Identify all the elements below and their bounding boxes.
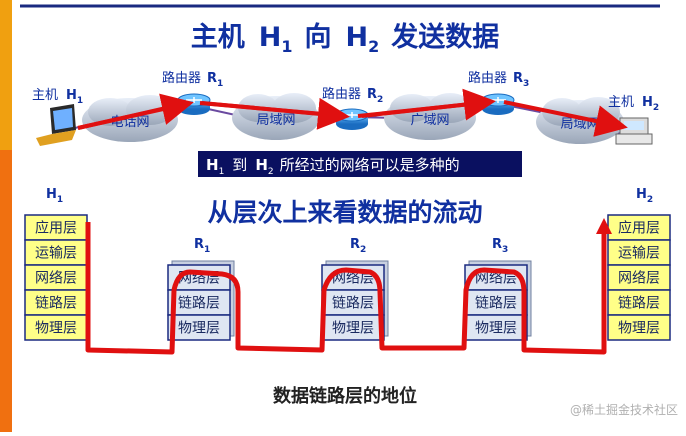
host-h2-stack-layer-label: 应用层 [618, 220, 660, 237]
router-r2-stack-layer-label: 链路层 [332, 296, 374, 312]
left-accent-bar-top [0, 0, 12, 150]
router-r2-stack-layer-box [321, 289, 385, 316]
networks-banner [198, 151, 522, 177]
router-r2 [335, 108, 369, 130]
router-r2-stack-layer-label: 物理层 [332, 321, 374, 337]
svg-text:广域网: 广域网 [410, 113, 449, 128]
router-r1-stack-layer-box [167, 314, 231, 341]
host-h1-stack-layer-label: 网络层 [35, 271, 77, 287]
host-h1-stack-layer-label: 物理层 [35, 321, 77, 337]
stack-label-h1: H1 [46, 187, 63, 205]
host-h2-stack-layer-label: 物理层 [618, 321, 660, 337]
router-r3-stack-layer-label: 链路层 [475, 296, 517, 312]
host-h2-stack-layer-label: 链路层 [618, 296, 660, 312]
router-r2-stack-layer-box [321, 314, 385, 341]
router-r3-stack-layer-box [464, 314, 528, 341]
stack-label-r3: R3 [492, 237, 508, 255]
host-h2-stack-layer-label: 运输层 [618, 246, 660, 262]
stack-label-h2: H2 [636, 187, 653, 205]
router-r3-stack-layer-label: 物理层 [475, 321, 517, 337]
router-r3-stack-layer-label: 网络层 [475, 271, 517, 287]
router-r2-stack-layer-label: 网络层 [332, 271, 374, 287]
host-h2-stack-layer-box [607, 289, 671, 316]
host-h2-stack-layer-box [607, 314, 671, 341]
host-h2-stack-layer-label: 网络层 [618, 271, 660, 287]
router-r1-stack-layer-label: 链路层 [178, 296, 220, 312]
subtitle: 从层次上来看数据的流动 [207, 198, 482, 227]
host-h1-stack-layer-label: 应用层 [35, 220, 77, 237]
host-h1-stack-layer-box [24, 239, 88, 266]
svg-text:局域网: 局域网 [256, 113, 295, 128]
stack-label-r1: R1 [194, 237, 210, 255]
host-h1-laptop-icon [36, 104, 76, 146]
stack-label-r2: R2 [350, 237, 366, 255]
cloud-telephone-network: 电话网 [82, 95, 178, 142]
cloud-wan: 广域网 [384, 93, 476, 140]
caption: 数据链路层的地位 [273, 385, 417, 407]
host-h1-stack-layer-box [24, 314, 88, 341]
left-accent-bar-bottom [0, 150, 12, 432]
cloud-lan-1: 局域网 [232, 93, 320, 140]
host-h1-stack-layer-box [24, 264, 88, 291]
data-flow-arrowhead [596, 218, 612, 234]
host-h1-stack-layer-label: 链路层 [35, 296, 77, 312]
watermark: @稀土掘金技术社区 [570, 402, 678, 417]
host-h1-stack-layer-label: 运输层 [35, 246, 77, 262]
host-h2-stack-layer-box [607, 264, 671, 291]
data-flow-arrow [85, 222, 607, 355]
router-r1-stack-layer-label: 物理层 [178, 321, 220, 337]
host-h2-computer-icon [615, 117, 653, 145]
